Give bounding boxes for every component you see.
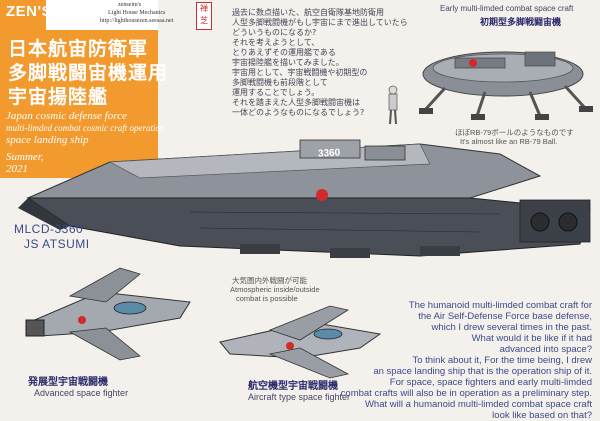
intro-jp-line: 運用することでしょう。	[232, 88, 320, 97]
intro-jp-line: 過去に数点描いた、航空自衛隊基地防衛用	[232, 8, 384, 17]
closing-line: The humanoid multi-limded combat craft f…	[408, 300, 592, 311]
title-jp-line-3: 宇宙揚陸艦	[8, 86, 109, 108]
title-jp-line-2: 多脚戦闘宙機運用	[8, 62, 169, 84]
early-craft-illustration	[388, 51, 593, 125]
closing-line: an space landing ship that is the operat…	[373, 366, 592, 377]
intro-jp-line: 宇宙用として、宇宙戦闘機や初期型の	[232, 68, 368, 77]
closing-line: the Air Self-Defense Force base defense,	[418, 311, 592, 322]
credit-author: zenseim's	[118, 2, 142, 8]
closing-line: which I drew several times in the past.	[431, 322, 592, 333]
aircraft-fighter-label-en: Aircraft type space fighter	[248, 392, 351, 402]
closing-line: To think about it, For the time being, I…	[412, 355, 592, 366]
closing-line: advanced into space?	[499, 344, 592, 355]
aircraft-fighter-label-jp: 航空機型宇宙戦闘機	[248, 381, 338, 392]
closing-line: What would it be like if it had	[471, 333, 592, 344]
intro-jp-line: それを踏まえた人型多脚戦闘宙機は	[232, 98, 360, 107]
season-line-1: Summer,	[6, 151, 44, 163]
intro-jp-line: それを考えようとして、	[232, 38, 320, 47]
intro-jp-line: 一体どのようなものになるでしょう?	[232, 108, 365, 117]
aircraft-fighter-note-en-1: Atmospheric inside/outside	[230, 285, 320, 294]
title-en-line-1: Japan cosmic defense force	[6, 110, 127, 122]
closing-line: combat crafts will also be in operation …	[340, 388, 592, 399]
early-craft-label-en: Early multi-limded combat space craft	[440, 4, 574, 13]
brand-logo: ZEN'S	[6, 3, 53, 20]
closing-line: For space, space fighters and early mult…	[389, 377, 592, 388]
season-line-2: 2021	[6, 163, 28, 175]
intro-jp-line: 人型多脚戦闘機がもし宇宙にまで進出していたら	[232, 18, 408, 27]
intro-jp-line: 多脚戦闘機も前段階として	[232, 78, 328, 87]
closing-line: look like based on that?	[492, 410, 592, 421]
aircraft-fighter-note-en-2: combat is possible	[236, 294, 298, 303]
advanced-fighter-label-en: Advanced space fighter	[34, 388, 129, 398]
landing-ship-illustration	[18, 139, 591, 258]
intro-jp-line: とりあえずその運用艦である	[232, 48, 336, 57]
title-en-line-2: multi-limded combat cosmic craft operati…	[6, 123, 165, 133]
intro-jp-line: 宇宙揚陸艦を描いてみました。	[232, 58, 344, 67]
ship-name: JS ATSUMI	[24, 237, 90, 251]
credit-url[interactable]: http://lighthousezen.seesaa.net	[100, 18, 174, 24]
artist-seal: 禅 芝	[196, 2, 212, 30]
closing-line: What will a humanoid multi-limded combat…	[364, 399, 592, 410]
intro-jp-line: どういうものになるか?	[232, 28, 317, 37]
title-en-line-3: space landing ship	[6, 134, 89, 146]
early-craft-note-jp: ほぼRB-79ボールのようなものです	[455, 128, 574, 137]
aircraft-fighter-note-jp: 大気圏内外戦闘が可能	[232, 276, 307, 285]
ship-model: MLCD-3360	[14, 222, 84, 236]
advanced-fighter-label-jp: 発展型宇宙戦闘機	[28, 377, 108, 388]
early-craft-label-jp: 初期型多脚戦闘宙機	[480, 18, 562, 28]
credit-studio: Light House Mechanics	[108, 10, 166, 16]
early-craft-note-en: It's almost like an RB-79 Ball.	[460, 137, 558, 146]
hull-number: 3360	[317, 147, 341, 160]
advanced-fighter-illustration	[25, 267, 191, 361]
intro-jp: 過去に数点描いた、航空自衛隊基地防衛用 人型多脚戦闘機がもし宇宙にまで進出してい…	[232, 8, 408, 118]
title-jp-line-1: 日本航宙防衛軍	[8, 38, 149, 60]
credit-box	[46, 0, 158, 30]
aircraft-fighter-illustration	[219, 305, 382, 379]
closing-paragraph-en: The humanoid multi-limded combat craft f…	[341, 300, 592, 421]
